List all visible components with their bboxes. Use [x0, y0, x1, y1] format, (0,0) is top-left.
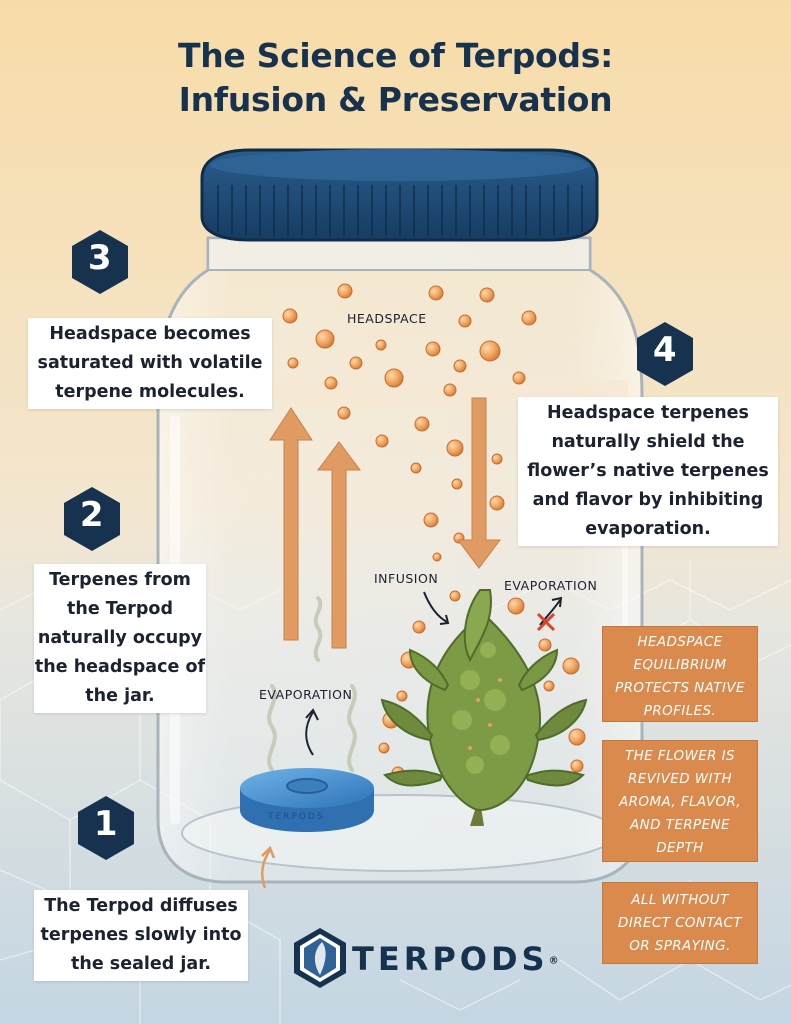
rising-arrows	[269, 407, 361, 649]
terpod-puck	[240, 768, 374, 832]
vapor-wisps	[267, 596, 357, 772]
step-3-description: Headspace becomes saturated with volatil…	[28, 318, 272, 409]
descending-arrow	[457, 397, 501, 569]
cannabis-flower	[380, 589, 588, 826]
benefit-tag-1: HEADSPACE EQUILIBRIUM PROTECTS NATIVE PR…	[602, 626, 758, 722]
step-2-hexagon	[64, 487, 120, 551]
jar-lid	[200, 148, 599, 242]
pointer-arrows	[305, 591, 563, 756]
step-3-number: 3	[87, 238, 113, 278]
brand-registered-mark: ®	[548, 955, 559, 967]
step-1-description: The Terpod diffuses terpenes slowly into…	[34, 890, 248, 981]
page-title: The Science of Terpods: Infusion & Prese…	[0, 34, 791, 122]
step-1-hexagon	[78, 796, 134, 860]
title-line-1: The Science of Terpods:	[178, 36, 613, 75]
terpod-puck-label: TERPODS	[268, 812, 325, 822]
headspace-label: HEADSPACE	[347, 311, 427, 326]
step-2-number: 2	[79, 495, 105, 535]
evaporation-left-label: EVAPORATION	[259, 687, 353, 702]
title-line-2: Infusion & Preservation	[178, 80, 613, 119]
brand-wordmark: TERPODS®	[352, 940, 559, 978]
step-2-description: Terpenes from the Terpod naturally occup…	[34, 564, 206, 713]
step-3-hexagon	[72, 230, 128, 294]
step-4-hexagon	[637, 322, 693, 386]
step-4-number: 4	[652, 330, 678, 370]
blocked-x-icon	[536, 612, 556, 632]
honeycomb-leaf-hexagon-icon	[294, 928, 346, 988]
benefit-tag-2: THE FLOWER IS REVIVED WITH AROMA, FLAVOR…	[602, 740, 758, 862]
step-1-number: 1	[93, 804, 119, 844]
step-4-description: Headspace terpenes naturally shield the …	[518, 397, 778, 546]
benefit-tag-3: ALL WITHOUT DIRECT CONTACT OR SPRAYING.	[602, 882, 758, 964]
evaporation-right-label: EVAPORATION	[504, 578, 598, 593]
infusion-label: INFUSION	[374, 571, 439, 586]
brand-name: TERPODS	[352, 940, 549, 978]
orange-pointer-arrow	[261, 845, 276, 889]
